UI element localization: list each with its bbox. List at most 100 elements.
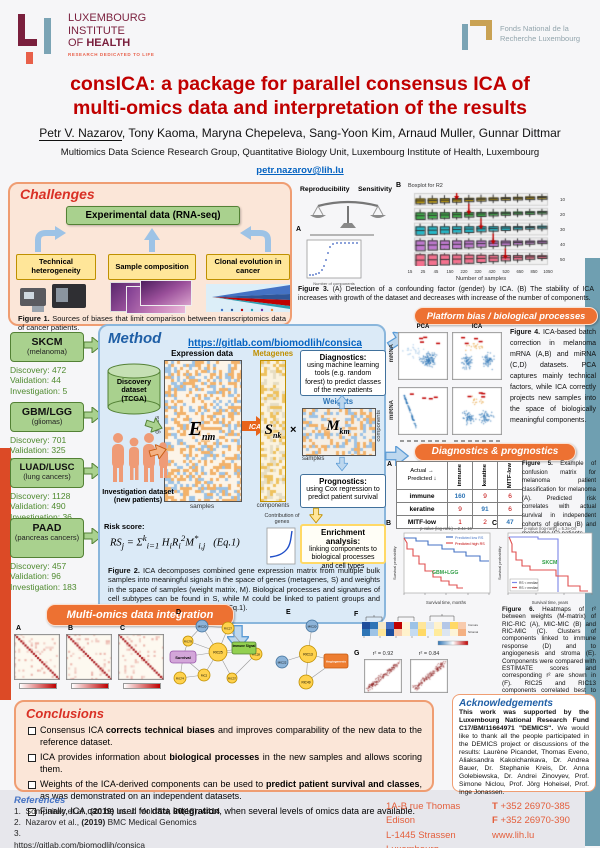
fnr-logo: Fonds National de la Recherche Luxembour… (462, 18, 594, 58)
figure1-text: Sources of biases that limit comparison … (18, 314, 286, 333)
svg-text:MIC22: MIC22 (278, 661, 287, 665)
poster-title-line1: consICA: a package for parallel consensu… (70, 73, 530, 95)
poster-title: consICA: a package for parallel consensu… (40, 72, 560, 121)
cohort-skcm-sub: (melanoma) (26, 347, 67, 356)
figure5-panel-b-label: B (386, 520, 392, 527)
conclusions-panel: Conclusions Consensus ICA corrects techn… (14, 700, 434, 816)
svg-text:150: 150 (447, 269, 455, 274)
conclusions-title: Conclusions (26, 706, 105, 721)
cohort-paad-sub: (pancreas cancers) (14, 533, 80, 542)
discovery-cylinder-icon (107, 363, 161, 415)
ric-mic-heatmap (118, 634, 164, 680)
cohort-paad-name: PAAD (32, 522, 62, 534)
svg-text:1050: 1050 (543, 269, 553, 274)
svg-text:25: 25 (421, 269, 426, 274)
m-matrix-symbol: Mkm (326, 418, 350, 436)
acknowledgements-title: Acknowledgements (459, 698, 553, 709)
matrix-col-immune: immune (457, 464, 463, 487)
components-axis-label: components (256, 503, 290, 509)
cohort-skcm: SKCM (melanoma) (10, 332, 84, 362)
panel-a-label: A (16, 625, 22, 632)
references-list[interactable]: 1. Sompairac et al., (2019) Int. J. Mol.… (14, 806, 221, 848)
mirna-row-label: miRNA (389, 400, 395, 421)
figure3-label: Figure 3. (298, 286, 329, 293)
authors-rest: , Tony Kaoma, Maryna Chepeleva, Sang-Yoo… (121, 126, 561, 140)
challenges-panel: Challenges Experimental data (RNA-seq) T… (8, 182, 292, 332)
g1-title: r² = 0.92 (372, 651, 394, 657)
km-c-legend-low: RS < median (519, 581, 538, 585)
boxplot-title: Boxplot for R2 (408, 183, 443, 189)
method-panel: Method https://gitlab.com/biomodlih/cons… (98, 324, 386, 624)
figure5-panel-c-label: C (492, 520, 498, 527)
challenge-box-technical-label: Technical heterogeneity (31, 257, 81, 275)
matrix-row-keratine: keratine (396, 502, 448, 517)
lih-logo-mark (18, 12, 58, 64)
svg-text:RIC27: RIC27 (224, 627, 232, 631)
acknowledgements-funding: This work was supported by the Luxembour… (459, 709, 589, 733)
affiliation: Multiomics Data Science Research Group, … (60, 147, 540, 158)
km-c-xlabel: Survival time, years (532, 600, 569, 605)
cohort-luadlusc: LUAD/LUSC (lung cancers) (10, 458, 84, 488)
figure6-label: Figure 6. (502, 606, 535, 613)
discovery-dataset-label: Discovery dataset (TCGA) (116, 377, 152, 403)
figure3-text: (A) Detection of a confounding factor (g… (298, 286, 595, 302)
email-link[interactable]: petr.nazarov@lih.lu (256, 165, 344, 176)
panel-g-label: G (354, 650, 360, 657)
lih-logo-line3-bold: HEALTH (86, 37, 131, 50)
arrow-down-icon (336, 456, 348, 472)
matrix-corner-actual: Actual → (410, 468, 434, 475)
boxplot-xlabel: Number of samples (455, 276, 507, 282)
confusion-matrix: Actual → Predicted ↓ immune keratine MIT… (396, 460, 523, 530)
ica-column-label: ICA (471, 324, 483, 330)
panel-b-label: B (68, 625, 74, 632)
ica-label: ICA (249, 424, 261, 431)
lih-logo-line2: INSTITUTE (68, 24, 125, 37)
left-accent-bar (0, 448, 11, 700)
figure4-panel-d (452, 387, 502, 435)
multiomics-header-label: Multi-omics data integration (66, 609, 214, 621)
metagenes-matrix (260, 360, 286, 502)
discovery-arrow-icon (144, 417, 163, 434)
cohort-luadlusc-name: LUAD/LUSC (19, 462, 75, 473)
ric25-scatter (364, 659, 402, 693)
clonal-evolution-image (206, 284, 290, 312)
ric-ric-heatmap (14, 634, 60, 680)
lih-logo-line3-prefix: OF (68, 37, 87, 50)
immune-score-label: Immune score (468, 623, 478, 627)
challenge-box-clonal: Clonal evolution in cancer (206, 254, 290, 280)
angiogenesis-node-label: Angiogenesis (326, 660, 347, 664)
figure3-panel-a-label: A (296, 226, 302, 233)
references-title: References (14, 795, 66, 806)
cohort-arrow-icon (84, 528, 102, 544)
km-plot-skcm: p-value (log-rank) = 5.2e-04 Survival pr… (497, 526, 593, 605)
km-c-title: p-value (log-rank) = 5.2e-04 (524, 526, 576, 531)
figure4-label: Figure 4. (510, 329, 541, 336)
figure3-boxplot (406, 192, 554, 266)
cohort-arrow-icon (84, 407, 102, 423)
panel-d-label: D (176, 609, 182, 616)
boxplot-xticks: 15 25 45 150 220 320 420 520 650 850 105… (408, 269, 554, 274)
platform-bias-header: Platform bias / biological processes (414, 307, 598, 325)
km-b-xlabel: Survival time, months (426, 600, 466, 605)
method-url-link[interactable]: https://gitlab.com/biomodlih/consica (188, 338, 362, 349)
svg-text:320: 320 (475, 269, 483, 274)
svg-text:MIC20: MIC20 (198, 625, 207, 629)
arrow-left-icon (35, 226, 66, 252)
figure4-text: ICA-based batch correction in melanoma m… (510, 329, 596, 424)
matrix-row-immune: immune (396, 489, 448, 504)
figure4-legend-placeholder (454, 440, 500, 442)
km-c-cohort-label: SKCM (542, 560, 557, 566)
panel-c-label: C (120, 625, 126, 632)
boxplot-facet-labels: 10 20 30 40 50 (560, 197, 566, 262)
heatmap-scale (19, 683, 57, 689)
svg-text:RIC2: RIC2 (201, 674, 208, 678)
multiomics-header: Multi-omics data integration (46, 604, 234, 626)
svg-text:45: 45 (434, 269, 439, 274)
matrix-col-mitflow: MITF-low (507, 463, 513, 489)
svg-text:RIC78: RIC78 (184, 640, 192, 644)
km-b-ylabel: Survival probability (392, 546, 397, 580)
balance-scale-icon (310, 200, 386, 228)
figure2-label: Figure 2. (108, 566, 140, 575)
cohort-gbmlgg: GBM/LGG (gliomas) (10, 402, 84, 432)
